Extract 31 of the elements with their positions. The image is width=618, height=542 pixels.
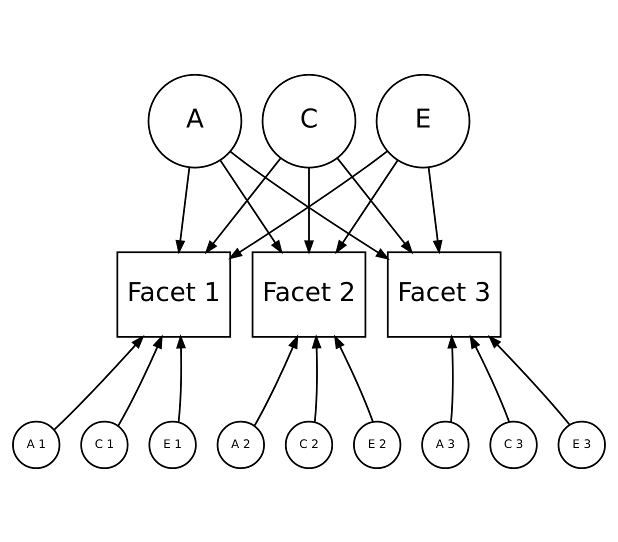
node-box: Facet 3 (386, 250, 502, 338)
node-box: Facet 2 (252, 250, 366, 338)
node-circle: C 2 (284, 420, 334, 469)
arrow (312, 334, 322, 422)
arrow (220, 159, 283, 254)
arrow (447, 334, 458, 422)
node-circle: C 3 (489, 420, 538, 469)
arrow (336, 157, 414, 254)
arrow (428, 166, 443, 254)
arrow (335, 159, 398, 254)
arrow (470, 334, 510, 422)
arrow (175, 166, 190, 254)
node-circle: E (376, 73, 470, 168)
arrow (176, 334, 186, 422)
node-circle: E 2 (353, 420, 402, 469)
node-circle: E 1 (148, 420, 197, 469)
arrow (304, 167, 314, 254)
node-circle: A 2 (216, 420, 265, 469)
node-circle: A 1 (12, 420, 60, 469)
node-circle: E 3 (558, 420, 606, 469)
node-circle: C (262, 73, 356, 168)
node-circle: A (148, 73, 242, 168)
arrow (204, 157, 282, 254)
node-box: Facet 1 (116, 250, 232, 338)
arrow (254, 334, 298, 426)
arrow (334, 334, 374, 422)
node-circle: A 3 (421, 420, 470, 469)
arrow (488, 334, 570, 425)
arrow (54, 334, 144, 430)
arrow (117, 334, 163, 426)
node-circle: C 1 (80, 420, 129, 469)
